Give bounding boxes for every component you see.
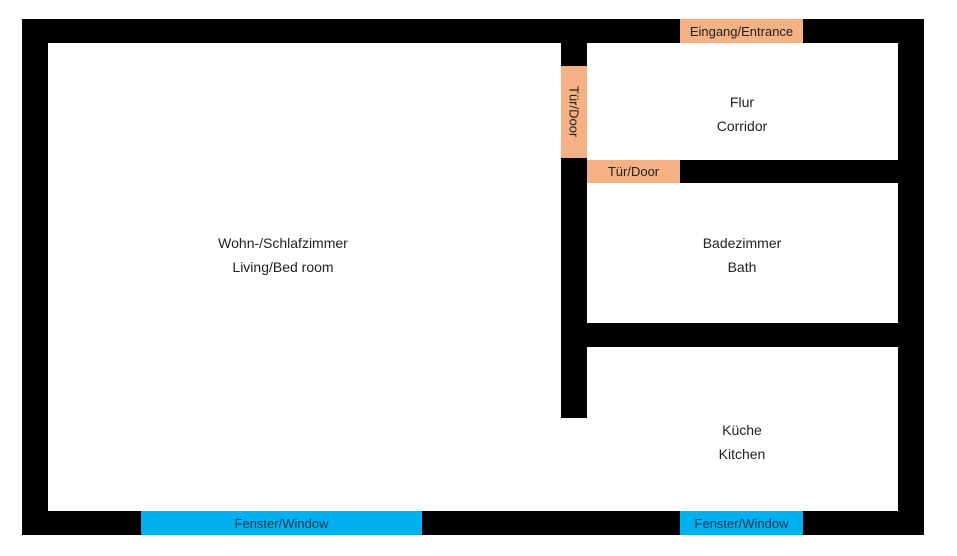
- wall-bath-kitchen: [587, 323, 898, 347]
- bath-en: Bath: [727, 259, 757, 275]
- kitchen-de: Küche: [722, 422, 762, 438]
- living-de: Wohn-/Schlafzimmer: [218, 235, 348, 251]
- living-room-window: Fenster/Window: [141, 511, 422, 535]
- bath-door-label: Tür/Door: [607, 164, 660, 179]
- entrance-door[interactable]: Eingang/Entrance: [680, 19, 803, 43]
- room-label-corridor: Flur Corridor: [717, 90, 768, 138]
- room-label-bath: Badezimmer Bath: [703, 231, 782, 279]
- bath-de: Badezimmer: [702, 235, 782, 251]
- living-room-door[interactable]: Tür/Door: [561, 66, 587, 158]
- entrance-label: Eingang/Entrance: [689, 23, 794, 39]
- kitchen-en: Kitchen: [718, 446, 766, 462]
- room-label-living: Wohn-/Schlafzimmer Living/Bed room: [218, 231, 348, 279]
- kitchen-window-label: Fenster/Window: [694, 515, 789, 531]
- living-door-label: Tür/Door: [566, 86, 582, 138]
- bath-door[interactable]: Tür/Door: [587, 160, 680, 183]
- room-label-kitchen: Küche Kitchen: [719, 418, 766, 466]
- corridor-en: Corridor: [716, 118, 768, 134]
- corridor-de: Flur: [729, 94, 755, 110]
- kitchen-window: Fenster/Window: [680, 511, 803, 535]
- living-en: Living/Bed room: [232, 259, 334, 275]
- interior: [48, 43, 898, 511]
- living-window-label: Fenster/Window: [234, 515, 329, 531]
